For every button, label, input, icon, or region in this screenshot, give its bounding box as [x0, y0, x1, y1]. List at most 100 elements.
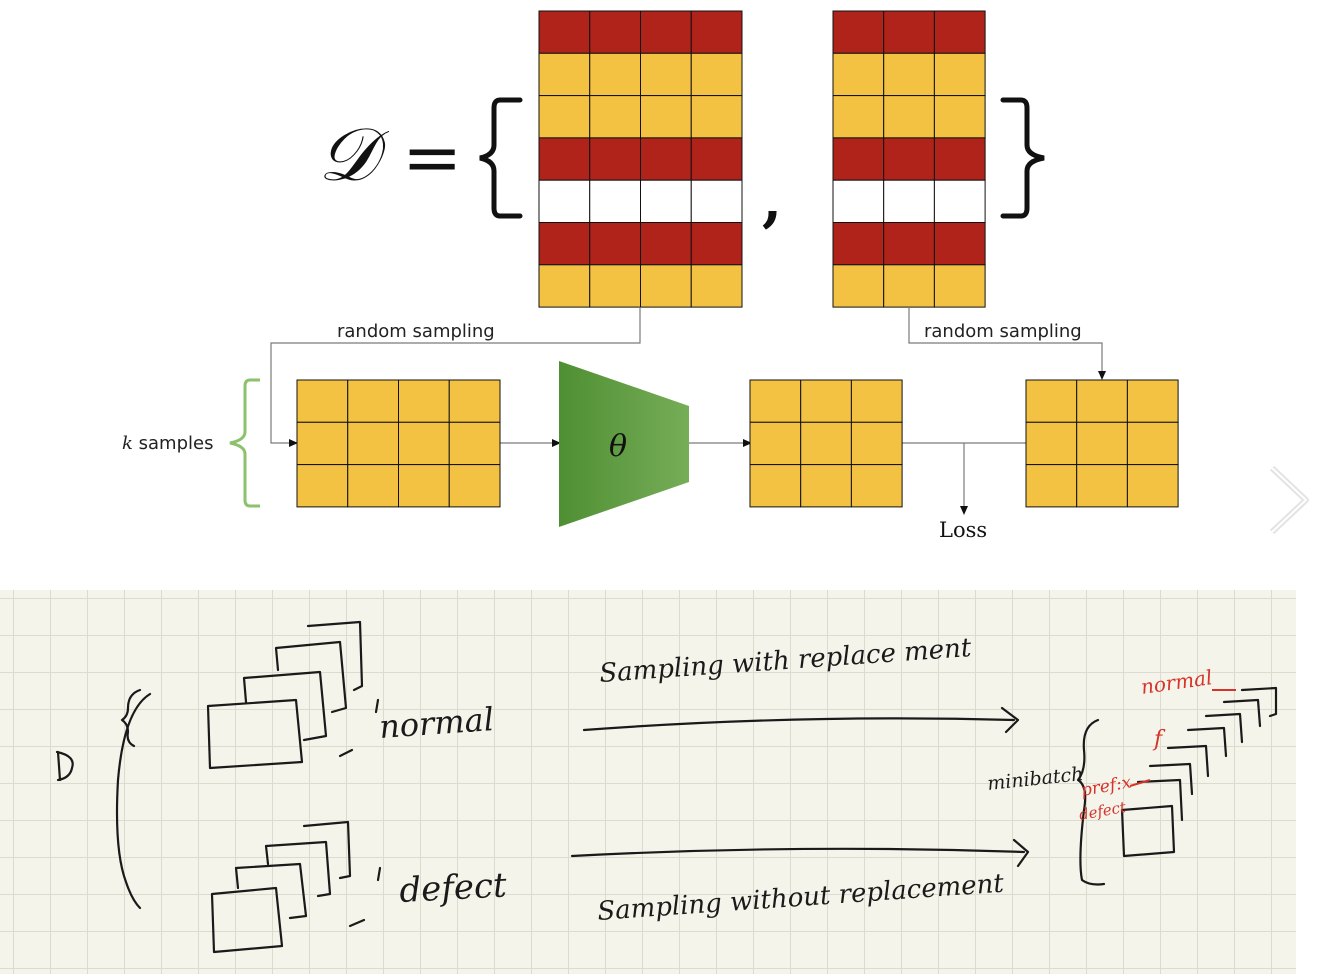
right-matrix-cell [883, 137, 935, 181]
left-matrix-cell [640, 10, 692, 54]
k-samples-bracket [229, 378, 260, 508]
loss-label: Loss [939, 518, 987, 542]
left-matrix-cell [640, 264, 692, 308]
left-matrix-cell [589, 179, 641, 223]
random-sampling-right-label: random sampling [924, 321, 1082, 342]
target-grid-cell [1126, 421, 1179, 466]
normal-tick [338, 698, 380, 758]
right-matrix-cell [883, 95, 935, 139]
dataset-left-matrix [538, 10, 743, 308]
close-brace [1000, 97, 1045, 219]
output-grid-cell [800, 421, 852, 466]
right-matrix-cell [832, 95, 885, 139]
right-matrix-cell [883, 179, 935, 223]
target-grid-cell [1076, 379, 1128, 423]
minibatch-label: minibatch [986, 763, 1084, 795]
target-grid-cell [1126, 379, 1179, 423]
right-matrix-cell [933, 137, 986, 181]
model-network [559, 361, 689, 527]
target-grid-cell [1076, 421, 1128, 466]
right-matrix-cell [883, 10, 935, 54]
red-leader-line [1129, 779, 1151, 787]
left-matrix-cell [589, 10, 641, 54]
input-grid-cell [398, 421, 450, 466]
left-matrix-cell [640, 137, 692, 181]
input-grid-cell [296, 464, 349, 508]
k-samples-label: k samples [122, 433, 213, 454]
input-grid-cell [448, 421, 501, 466]
left-matrix-cell [589, 95, 641, 139]
output-grid-cell [850, 421, 903, 466]
left-matrix-cell [538, 264, 591, 308]
target-grid-cell [1126, 464, 1179, 508]
left-matrix-cell [640, 179, 692, 223]
left-matrix-cell [538, 179, 591, 223]
input-grid-cell [448, 464, 501, 508]
input-grid-cell [398, 379, 450, 423]
output-grid-cell [749, 379, 802, 423]
right-matrix-cell [832, 264, 885, 308]
right-matrix-cell [832, 222, 885, 266]
right-matrix-cell [933, 95, 986, 139]
left-matrix-cell [640, 95, 692, 139]
defect-label: defect [398, 865, 508, 911]
right-matrix-cell [933, 179, 986, 223]
k-samples-text: samples [133, 433, 214, 454]
output-grid-cell [749, 421, 802, 466]
output-grid-cell [800, 379, 852, 423]
handwritten-notes: D normal defect Sampling with replace me… [0, 590, 1296, 974]
right-matrix-cell [933, 222, 986, 266]
normal-label: normal [378, 700, 495, 746]
right-matrix-cell [832, 10, 885, 54]
defect-tick [348, 866, 382, 928]
input-grid-cell [347, 421, 399, 466]
left-matrix-cell [690, 222, 743, 266]
left-matrix-cell [640, 52, 692, 97]
left-matrix-cell [538, 222, 591, 266]
input-grid-cell [398, 464, 450, 508]
next-slide-button[interactable] [1262, 462, 1318, 538]
comma: , [762, 166, 782, 234]
dataset-letter: D [52, 779, 53, 780]
red-pref-label: pref:x [1079, 772, 1133, 801]
arrowheads [289, 371, 1106, 515]
left-matrix-cell [538, 137, 591, 181]
dataset-bracket [115, 692, 152, 910]
left-matrix-cell [690, 179, 743, 223]
left-matrix-cell [538, 95, 591, 139]
right-matrix-cell [933, 10, 986, 54]
left-matrix-cell [538, 10, 591, 54]
right-matrix-cell [883, 264, 935, 308]
left-matrix-cell [690, 264, 743, 308]
right-matrix-cell [933, 264, 986, 308]
right-matrix-cell [933, 52, 986, 97]
sampling-without-arrow [570, 838, 1030, 868]
output-grid-cell [850, 464, 903, 508]
input-batch-grid [296, 379, 501, 508]
left-matrix-cell [589, 264, 641, 308]
input-grid-cell [347, 379, 399, 423]
target-grid-cell [1025, 379, 1078, 423]
chevron-right-icon [1269, 465, 1309, 535]
model-parameter-label: θ [609, 429, 627, 464]
input-grid-cell [448, 379, 501, 423]
output-grid-cell [850, 379, 903, 423]
equals-sign: = [402, 115, 462, 199]
right-matrix-cell [832, 137, 885, 181]
target-grid [1025, 379, 1179, 508]
normal-frames [206, 620, 364, 770]
input-grid-cell [347, 464, 399, 508]
output-grid-cell [800, 464, 852, 508]
dataset-right-matrix [832, 10, 986, 308]
left-matrix-cell [690, 137, 743, 181]
output-grid-cell [749, 464, 802, 508]
output-grid [749, 379, 903, 508]
minibatch-brace [1076, 718, 1106, 886]
page-margin [1296, 590, 1328, 974]
left-matrix-cell [589, 52, 641, 97]
left-matrix-cell [690, 10, 743, 54]
left-matrix-cell [538, 52, 591, 97]
random-sampling-left-label: random sampling [337, 321, 495, 342]
defect-frames [210, 820, 352, 954]
right-matrix-cell [883, 222, 935, 266]
